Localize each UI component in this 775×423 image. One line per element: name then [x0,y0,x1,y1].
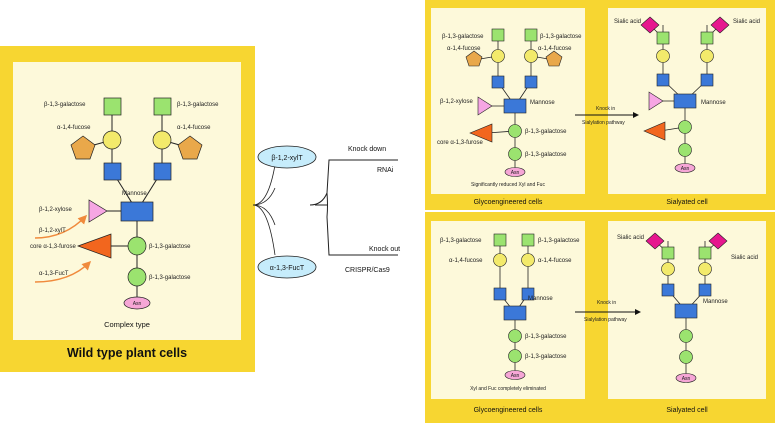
enzyme-fuct-label: α-1,3-FucT [270,265,305,272]
wild-fuct-label: α-1,3-FucT [39,271,69,277]
bottom-label-right: Sialyated cell [666,407,708,414]
top-fuc-left-label: α-1,4-fucose [447,46,481,52]
bottom-gal-left-label: β-1,3-galactose [440,238,482,244]
wild-core-gal2-label: β-1,3-galactose [149,275,191,281]
enzyme-xylt-label: β-1,2-xylT [271,155,303,162]
wild-glcnac-right [153,162,172,181]
top-right-panel: Asn β-1,3-galactose β-1,3-galactose α-1,… [425,0,775,210]
wild-mannose-label: Mannose [122,191,147,197]
top-label-right: Sialyated cell [666,199,708,206]
top-gal-right-label: β-1,3-galactose [540,34,582,40]
wild-xylose [88,199,108,223]
middle-connectors: β-1,2-xylT α-1,3-FucT Knock down RNAi Kn… [252,145,400,279]
top-sialic-right-label: Sialic acid [733,19,760,25]
top-gal-left-label: β-1,3-galactose [442,34,484,40]
top-note: Significantly reduced Xyl and Fuc [471,182,545,188]
wild-title: Wild type plant cells [67,346,187,360]
wild-yellow-left [102,130,122,150]
wild-core-fucose-label: core α-1,3-furose [30,244,76,250]
wild-xylt-label: β-1,2-xylT [39,228,66,234]
fork-lines [309,159,398,256]
wild-fucose-left [70,135,96,160]
top-core-fucose-label: core α-1,3-furose [437,140,483,146]
wild-fucose-right [177,135,203,160]
wild-galactose-right [153,97,172,116]
enzyme-fuct-bubble [257,255,317,279]
wild-subtitle: Complex type [104,320,150,329]
knock-down-label: Knock down [348,146,386,153]
bottom-label-left: Glycoengineered cells [474,407,543,414]
top-fuc-right-label: α-1,4-fucose [538,46,572,52]
wild-gal-left-label: β-1,3-galactose [44,102,86,108]
rnai-label: RNAi [377,167,394,174]
top-mannose-right-label: Mannose [701,100,726,106]
bottom-core-gal2-label: β-1,3-galactose [525,354,567,360]
wild-type-panel: Asn β-1,3-galactose β-1,3-galactose α-1,… [0,46,255,372]
top-xylose-label: β-1,2-xylose [440,99,473,105]
wild-xylose-label: β-1,2-xylose [39,207,72,213]
bottom-sialic-left-label: Sialic acid [617,235,644,241]
bottom-mannose-right-label: Mannose [703,299,728,305]
bottom-core-gal1-label: β-1,3-galactose [525,334,567,340]
wild-yellow-right [152,130,172,150]
wild-core-gal2 [127,267,147,287]
wild-asn-label: Asn [133,301,142,307]
top-pathway: Sialylation pathway [582,120,625,126]
top-asn-label: Asn [511,170,520,176]
top-core-gal1-label: β-1,3-galactose [525,129,567,135]
crispr-label: CRISPR/Cas9 [345,267,390,274]
bottom-right-panel: Asn β-1,3-galactose β-1,3-galactose α-1,… [425,212,775,423]
top-core-gal2-label: β-1,3-galactose [525,152,567,158]
wild-core-fucose [76,233,112,259]
bottom-asn-right-label: Asn [682,376,691,382]
wild-galactose-left [103,97,122,116]
wild-asn [123,296,151,310]
wild-fuc-right-label: α-1,4-fucose [177,125,211,131]
wild-gal-right-label: β-1,3-galactose [177,102,219,108]
wild-mannose-core [120,201,154,222]
bottom-pathway: Sialylation pathway [584,317,627,323]
top-sialic-left-label: Sialic acid [614,19,641,25]
bottom-gal-right-label: β-1,3-galactose [538,238,580,244]
wild-fuct-arrow [34,260,92,283]
bottom-mannose-label: Mannose [528,296,553,302]
top-label-left: Glycoengineered cells [474,199,543,206]
top-asn-right-label: Asn [681,166,690,172]
wild-xylt-arrow [34,214,88,239]
top-mannose-label: Mannose [530,100,555,106]
top-knock-in: Knock in [596,106,615,112]
bottom-asn-label: Asn [511,373,520,379]
knock-out-label: Knock out [369,246,400,253]
wild-fuc-left-label: α-1,4-fucose [57,125,91,131]
bottom-fuc-right-label: α-1,4-fucose [538,258,572,264]
wild-core-gal1 [127,236,147,256]
bottom-fuc-left-label: α-1,4-fucose [449,258,483,264]
wild-glcnac-left [103,162,122,181]
enzyme-xylt-bubble [257,145,317,169]
wild-core-gal1-label: β-1,3-galactose [149,244,191,250]
bottom-note: Xyl and Fuc completely eliminated [470,386,546,392]
bottom-sialic-right-label: Sialic acid [731,255,758,261]
bottom-knock-in: Knock in [597,300,616,306]
